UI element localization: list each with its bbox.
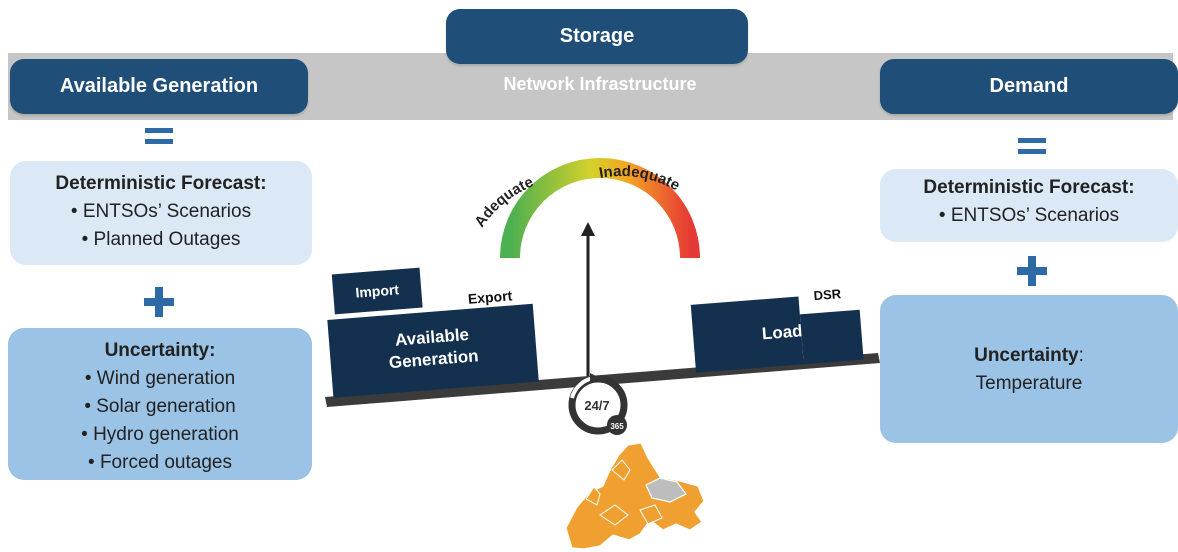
left-forecast-box: Deterministic Forecast: ENTSOs’ Scenario…	[10, 161, 312, 265]
left-forecast-list: ENTSOs’ Scenarios Planned Outages	[10, 198, 312, 254]
list-item: Planned Outages	[10, 226, 312, 254]
clock-sublabel: 365	[610, 422, 624, 431]
right-forecast-list: ENTSOs’ Scenarios	[880, 202, 1178, 230]
gauge-needle-tip	[581, 222, 595, 236]
right-uncertainty-colon: :	[1078, 345, 1084, 366]
list-item: Solar generation	[8, 393, 312, 421]
list-item: Forced outages	[8, 449, 312, 477]
right-uncertainty-item: Temperature	[975, 373, 1083, 394]
right-uncertainty-title: Uncertainty	[974, 345, 1079, 366]
load-label: Load	[761, 321, 803, 343]
clock-label: 24/7	[584, 398, 609, 413]
import-block	[331, 267, 423, 315]
list-item: Hydro generation	[8, 421, 312, 449]
list-item: ENTSOs’ Scenarios	[10, 198, 312, 226]
dsr-label: DSR	[813, 286, 842, 303]
left-uncertainty-box: Uncertainty: Wind generation Solar gener…	[8, 328, 312, 480]
right-uncertainty-box: Uncertainty: Temperature	[880, 295, 1178, 443]
plus-sign-left	[144, 287, 174, 317]
demand-header: Demand	[880, 59, 1178, 114]
left-uncertainty-list: Wind generation Solar generation Hydro g…	[8, 365, 312, 477]
left-forecast-title: Deterministic Forecast:	[55, 173, 267, 194]
right-forecast-title: Deterministic Forecast:	[923, 177, 1135, 198]
load-block	[690, 296, 804, 373]
import-label: Import	[355, 281, 400, 300]
available-generation-block	[327, 303, 539, 398]
export-label: Export	[467, 287, 513, 306]
adequacy-gauge-arc	[500, 158, 700, 259]
gauge-label-inadequate: Inadequate	[598, 163, 683, 194]
dsr-block	[799, 309, 864, 365]
storage-box: Storage	[446, 9, 748, 64]
left-uncertainty-title: Uncertainty:	[104, 340, 216, 361]
available-generation-header: Available Generation	[10, 59, 308, 114]
right-forecast-box: Deterministic Forecast: ENTSOs’ Scenario…	[880, 169, 1178, 242]
plus-sign-right	[1017, 256, 1047, 286]
list-item: Wind generation	[8, 365, 312, 393]
europe-map-icon	[565, 442, 705, 550]
network-infrastructure-label: Network Infrastructure	[503, 74, 697, 94]
list-item: ENTSOs’ Scenarios	[880, 202, 1178, 230]
left-weights: Available Generation Import Export	[327, 267, 539, 398]
right-weights: Load DSR	[690, 286, 864, 373]
right-uncertainty-heading: Uncertainty:	[880, 345, 1178, 367]
